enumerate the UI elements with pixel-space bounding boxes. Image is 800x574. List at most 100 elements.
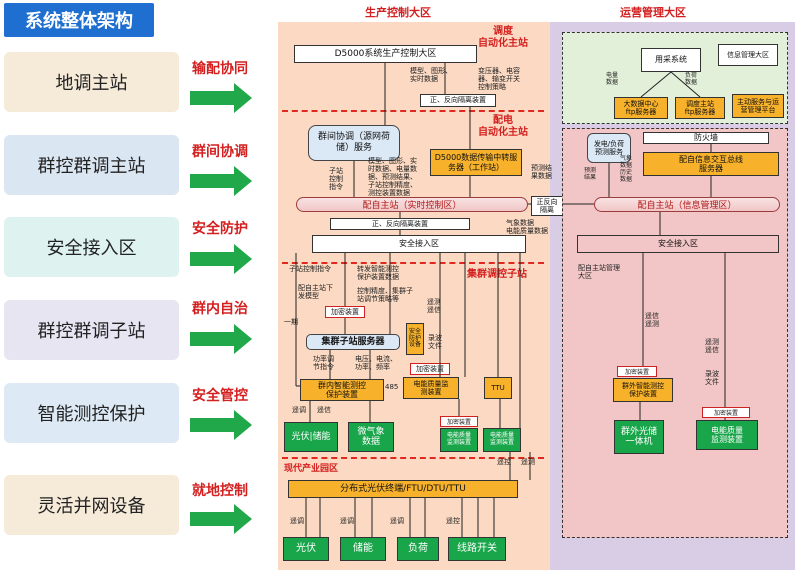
telecmd-label-2: 遥信 [317,406,331,414]
zone-divider [282,262,544,264]
firewall-box: 防火墙 [643,132,769,144]
pq-monitor-box: 电能质量监 测装置 [403,377,459,399]
action-label: 安全防护 [192,221,248,237]
leaf-line-switch: 线路开关 [448,537,506,561]
pq-monitor-2b-box: 电能质量 监测装置 [483,428,521,452]
main-pipe-realtime: 配自主站（实时控制区） [296,197,528,212]
platform-box: 主动服务与运 营管理平台 [732,94,784,118]
forecast-label: 预测结 果数据 [531,164,552,181]
green-arrow-icon [190,504,252,534]
outer-pq-box: 电能质量 监测装置 [696,420,758,450]
level-cluster-main: 群控群调主站 [4,135,179,195]
info-relay-box: 配自信息交互总线 服务器 [643,152,779,176]
cluster-substation-label: 集群调控子站 [467,269,527,280]
group-coord-box: 群间协调（源网荷 储）服务 [308,125,400,161]
load-data-label: 负荷 数据 [685,72,698,86]
level-label: 灵活并网设备 [37,496,146,517]
level-label: 群控群调子站 [37,321,146,342]
distribution-station-label: 配电 自动化主站 [478,115,528,138]
ttu-box: TTU [484,377,512,399]
dispatch-station-label: 调度 自动化主站 [478,26,528,49]
level-label: 安全接入区 [46,238,137,259]
outer-protect-box: 群外智能测控 保护装置 [613,378,673,402]
model-list-label: 模型、图形、实 时数据、电量数 据、预测结果、 子站控制精度、 测控装置数据 [368,157,417,198]
mgmt-zone-label: 配自主站管理 大区 [578,264,620,281]
vi-freq-label: 电压、电流、 功率、频率 [355,355,397,372]
green-arrow-icon [190,324,252,354]
secure-access-box: 安全接入区 [312,235,526,253]
intelligent-protect-box: 群内智能测控 保护装置 [300,379,384,401]
green-arrow-icon [190,244,252,274]
leaf-pv: 光伏 [283,537,329,561]
encrypt-box-ops-1: 加密装置 [617,366,657,377]
bigdata-ftp-box: 大数据中心 ftp服务器 [614,97,668,119]
encrypt-box-ops-2: 加密装置 [702,407,750,418]
forecast-service-box: 发电/负荷 预测服务 [587,133,631,163]
electric-data-label: 电量 数据 [606,72,619,86]
page-title: 系统整体架构 [4,3,154,37]
pq-monitor-2a-box: 电能质量 监测装置 [440,428,478,452]
zone-divider [282,457,544,459]
level-cluster-sub: 群控群调子站 [4,300,179,360]
wave-file-label-ops: 录波 文件 [705,370,719,387]
level-flex-grid: 灵活并网设备 [4,475,179,535]
weather-label: 气象数据 电能质量数据 [506,219,548,236]
wave-file-label: 录波 文件 [428,334,442,351]
diff-data-label: 遥测 遥信 [427,298,441,315]
forecast-result-label: 预测 结果 [584,167,597,181]
action-label: 就地控制 [192,483,248,499]
main-pipe-info: 配自主站（信息管理区） [594,197,780,212]
info-mgmt-box: 信息管理大区 [718,44,778,66]
green-arrow-icon [190,166,252,196]
isolation-top-box: 正、反向隔离装置 [420,94,496,107]
sub-model-label: 配自主站下 发模型 [298,284,333,301]
production-zone-title: 生产控制大区 [365,6,431,19]
security-device-box: 安全 防护 设备 [406,323,424,355]
action-label: 输配协同 [192,61,248,77]
modern-park-label: 现代产业园区 [284,464,339,474]
dispatch-ftp-box: 调度主站 ftp服务器 [675,97,725,119]
action-label: 群间协调 [192,144,248,160]
weather-data-box: 微气象 数据 [348,422,394,452]
d5000-relay-box: D5000数据传输中转服 务器（工作站） [430,149,522,176]
weather-history-label: 气象 数据 历史 数据 [620,155,633,183]
remote-ctrl-label: 遥控 [446,517,460,525]
level-label: 智能测控保护 [37,404,146,425]
isolation-mid-box: 正、反向隔离装置 [330,218,470,230]
remote-ctrl-label: 遥调 [290,517,304,525]
telecmd-label-1: 遥调 [292,406,306,414]
action-label: 安全管控 [192,388,248,404]
leaf-load: 负荷 [397,537,439,561]
secure-access-box-ops: 安全接入区 [577,235,779,253]
green-arrow-icon [190,410,252,440]
level-label: 群控群调主站 [37,156,146,177]
level-smart-protect: 智能测控保护 [4,383,179,443]
action-label: 群内自治 [192,301,248,317]
power-cmd-label: 功率调 节指令 [313,355,334,372]
leaf-storage: 储能 [340,537,386,561]
telemetry-label: 遥信 遥测 [645,312,659,329]
phase-one-label: 一期 [284,318,298,326]
pv-storage-box: 光伏|储能 [284,422,338,452]
operation-zone-title: 运营管理大区 [620,6,686,19]
substation-cmd-label: 子站 控制 指令 [329,167,343,192]
remote-meas-label: 遥测 [521,458,535,466]
fwd-data-label: 转发智能测控 保护装置数据 [357,265,399,282]
green-arrow-icon [190,83,252,113]
remote-ctrl-label: 遥调 [340,517,354,525]
d5000-box: D5000系统生产控制大区 [294,45,477,63]
zone-divider [282,110,544,112]
level-label: 地调主站 [55,73,128,94]
remote-ctrl-label: 遥控 [497,458,511,466]
rs485-label: 485 [385,383,399,391]
production-zone-bg [278,22,550,570]
remote-ctrl-label: 遥调 [390,517,404,525]
ctrl-accuracy-label: 控制精度、集群子 站调节策略等 [357,287,413,304]
collect-system-box: 用采系统 [641,48,701,72]
model-data-label: 模型、图形、 实时数据 [410,67,452,84]
telemetry-label-2: 遥测 遥信 [705,338,719,355]
ops-region [562,128,788,538]
encrypt-box-1: 加密装置 [325,306,365,318]
substation-cmd2-label: 子站控制指令 [289,265,331,273]
